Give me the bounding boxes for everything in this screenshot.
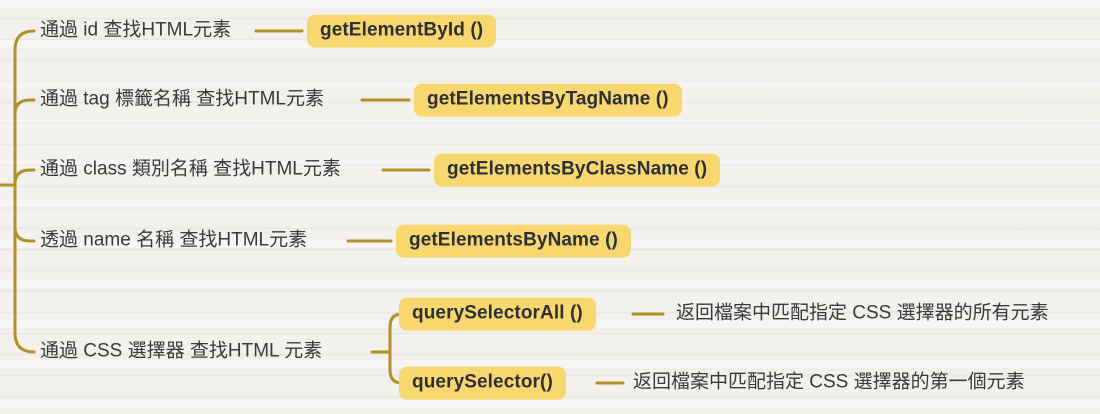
- description-queryselectorall: 返回檔案中匹配指定 CSS 選擇器的所有元素: [676, 302, 1049, 324]
- branch-label-tag[interactable]: 通過 tag 標籤名稱 查找HTML元素: [40, 88, 324, 110]
- branch-label-name[interactable]: 透過 name 名稱 查找HTML元素: [40, 229, 308, 251]
- method-chip-getelementsbyclassname[interactable]: getElementsByClassName (): [434, 153, 721, 187]
- branch-label-class[interactable]: 通過 class 類別名稱 查找HTML元素: [40, 158, 341, 180]
- branch3-corner: [13, 168, 36, 186]
- main-spine: [13, 29, 36, 354]
- sub-spine: [388, 312, 404, 385]
- description-queryselector: 返回檔案中匹配指定 CSS 選擇器的第一個元素: [633, 371, 1025, 393]
- method-chip-queryselectorall[interactable]: querySelectorAll (): [399, 297, 596, 331]
- method-chip-getelementsbytagname[interactable]: getElementsByTagName (): [414, 83, 682, 117]
- branch2-corner: [13, 98, 36, 116]
- method-chip-getelementsbyname[interactable]: getElementsByName (): [396, 224, 631, 258]
- method-chip-queryselector[interactable]: querySelector(): [399, 366, 566, 400]
- method-chip-getelementbyid[interactable]: getElementById (): [307, 14, 497, 48]
- branch-label-css-selector[interactable]: 通過 CSS 選擇器 查找HTML 元素: [40, 340, 323, 362]
- branch-label-id[interactable]: 通過 id 查找HTML元素: [40, 19, 232, 41]
- branch4-corner: [13, 225, 36, 243]
